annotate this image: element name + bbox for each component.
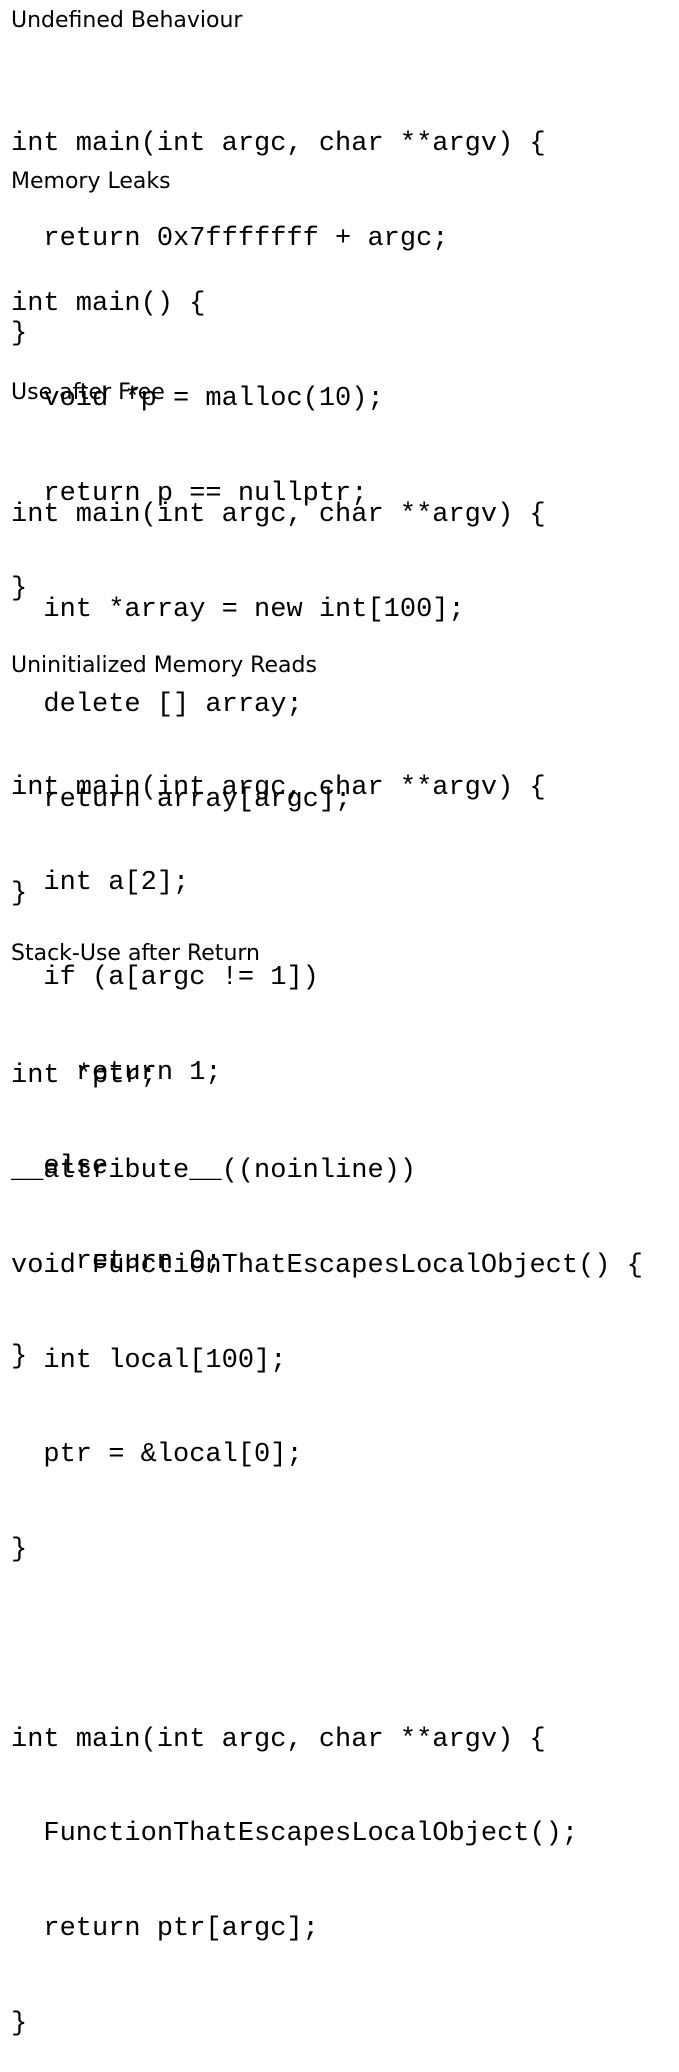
section-heading-undefined-behaviour: Undefined Behaviour bbox=[11, 8, 243, 33]
code-block-use-after-free: int main(int argc, char **argv) { int *a… bbox=[11, 437, 546, 943]
code-line: return ptr[argc]; bbox=[11, 1914, 319, 1945]
code-line: } bbox=[11, 2009, 28, 2039]
code-line: int local[100]; bbox=[11, 1345, 287, 1376]
code-line: int main(int argc, char **argv) { bbox=[11, 129, 546, 160]
code-line: return 0x7fffffff + argc; bbox=[11, 223, 449, 254]
code-line: } bbox=[11, 573, 28, 604]
code-block-uninitialized-memory-reads: int main(int argc, char **argv) { int a[… bbox=[11, 710, 546, 1405]
code-line: return 0; bbox=[11, 1247, 222, 1278]
code-line: return p == nullptr; bbox=[11, 478, 368, 509]
code-block-stack-use-after-return: int *ptr; __attribute__((noinline)) void… bbox=[11, 998, 643, 2072]
code-line: if (a[argc != 1]) bbox=[11, 962, 319, 993]
code-line: int main(int argc, char **argv) { bbox=[11, 773, 546, 804]
code-line: int *ptr; bbox=[11, 1061, 157, 1092]
code-line: else bbox=[11, 1152, 109, 1183]
code-line: __attribute__((noinline)) bbox=[11, 1155, 417, 1186]
code-line: } bbox=[11, 879, 28, 910]
code-line: return array[argc]; bbox=[11, 784, 352, 815]
code-line: FunctionThatEscapesLocalObject(); bbox=[11, 1819, 579, 1850]
code-line: } bbox=[11, 318, 28, 349]
code-line: int a[2]; bbox=[11, 867, 190, 898]
code-line bbox=[11, 1630, 643, 1662]
code-line: int main(int argc, char **argv) { bbox=[11, 500, 546, 531]
code-line: delete [] array; bbox=[11, 689, 303, 720]
section-heading-stack-use-after-return: Stack-Use after Return bbox=[11, 941, 260, 966]
section-heading-uninitialized-memory-reads: Uninitialized Memory Reads bbox=[11, 653, 317, 678]
code-line: ptr = &local[0]; bbox=[11, 1440, 303, 1471]
code-line: int main(int argc, char **argv) { bbox=[11, 1724, 546, 1755]
code-line: void FunctionThatEscapesLocalObject() { bbox=[11, 1250, 643, 1281]
section-heading-memory-leaks: Memory Leaks bbox=[11, 169, 171, 194]
code-line: int main() { bbox=[11, 289, 206, 320]
code-line: void *p = malloc(10); bbox=[11, 383, 384, 414]
code-line: } bbox=[11, 1341, 28, 1372]
code-line: return 1; bbox=[11, 1057, 222, 1088]
code-line: int *array = new int[100]; bbox=[11, 594, 465, 625]
code-block-memory-leaks: int main() { void *p = malloc(10); retur… bbox=[11, 226, 384, 637]
code-block-undefined-behaviour: int main(int argc, char **argv) { return… bbox=[11, 66, 546, 382]
section-heading-use-after-free: Use after Free bbox=[11, 380, 165, 405]
code-line: } bbox=[11, 1535, 28, 1566]
